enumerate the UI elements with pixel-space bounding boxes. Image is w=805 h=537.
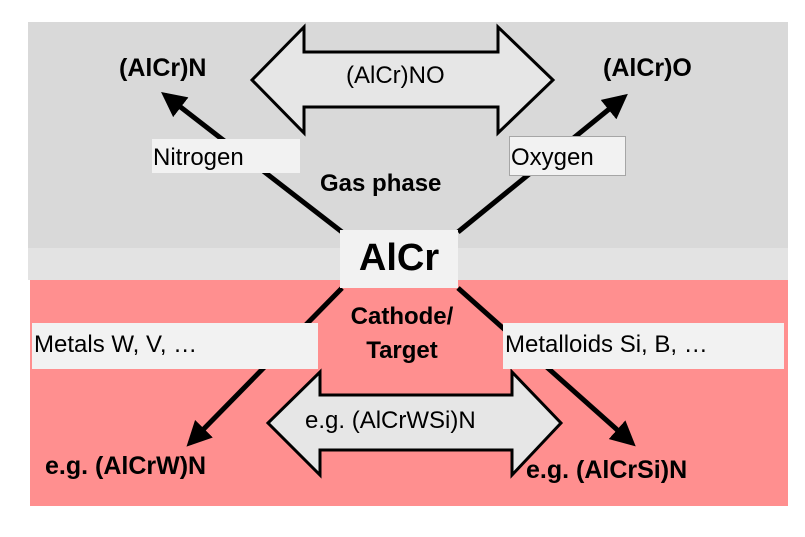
- cathode-combination-double-arrow: [265, 368, 564, 479]
- gas-phase-label: Gas phase: [320, 170, 442, 197]
- metals-label: Metals W, V, …: [32, 323, 318, 369]
- center-material-label: AlCr: [340, 230, 458, 288]
- oxide-product-label: (AlCr)O: [603, 54, 692, 82]
- cathode-label-line2: Target: [366, 337, 438, 364]
- nitride-product-label: (AlCr)N: [119, 54, 207, 82]
- metal-alloy-product-label: e.g. (AlCrW)N: [45, 452, 207, 480]
- cathode-combination-label: e.g. (AlCrWSi)N: [305, 407, 476, 434]
- gas-combination-double-arrow: [249, 23, 556, 137]
- cathode-label-line1: Cathode/: [350, 303, 454, 330]
- nitrogen-label: Nitrogen: [152, 139, 300, 173]
- cathode-region: [30, 280, 788, 506]
- cathode-target-label: Cathode/ Target: [322, 300, 482, 368]
- metalloid-alloy-product-label: e.g. (AlCrSi)N: [526, 456, 688, 484]
- gas-combination-label: (AlCr)NO: [346, 62, 445, 89]
- oxygen-label: Oxygen: [509, 136, 626, 176]
- metalloids-label: Metalloids Si, B, …: [503, 323, 784, 369]
